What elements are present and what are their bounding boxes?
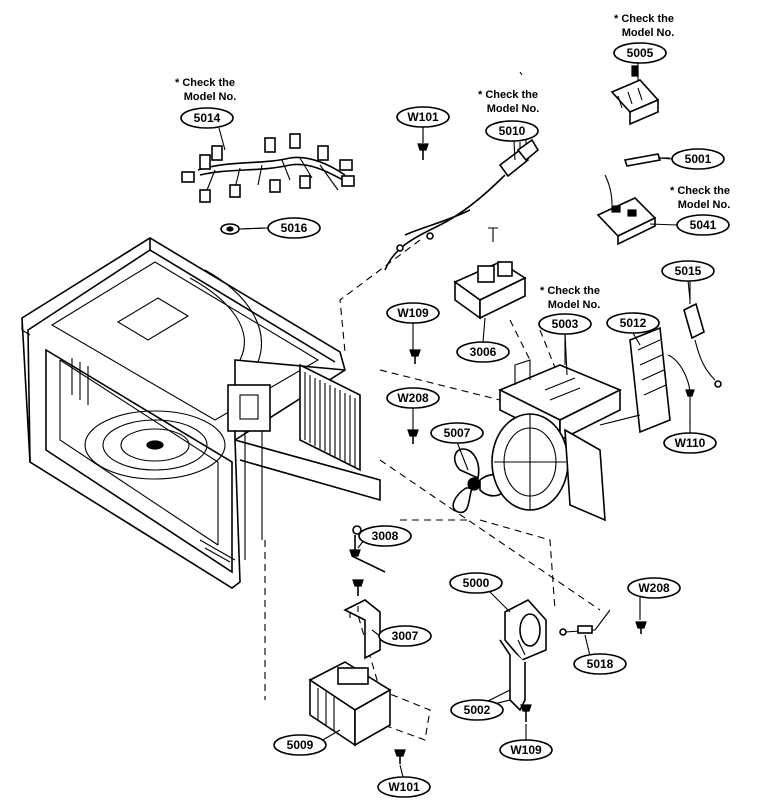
svg-text:5041: 5041 xyxy=(690,218,717,232)
screw-w110 xyxy=(685,389,695,425)
svg-text:3006: 3006 xyxy=(470,345,497,359)
svg-text:* Check the: * Check the xyxy=(175,77,235,89)
label-5041: 5041 xyxy=(676,214,730,236)
svg-text:5009: 5009 xyxy=(287,738,314,752)
label-3008: 3008 xyxy=(358,525,412,547)
note-5041: * Check the Model No. xyxy=(670,185,730,211)
label-5012: 5012 xyxy=(606,312,660,334)
label-w101-bottom: W101 xyxy=(377,776,431,798)
svg-text:5002: 5002 xyxy=(464,703,491,717)
capacitor-5000 xyxy=(504,599,547,661)
label-5018: 5018 xyxy=(573,653,627,675)
svg-text:3007: 3007 xyxy=(392,629,419,643)
label-5015: 5015 xyxy=(661,260,715,282)
bolt-3008 xyxy=(349,525,386,573)
power-cord-5010 xyxy=(384,71,540,271)
svg-text:W101: W101 xyxy=(407,110,439,124)
svg-text:W208: W208 xyxy=(397,391,429,405)
label-w110: W110 xyxy=(663,432,717,454)
screw-w109-mid xyxy=(409,349,421,364)
model-notes: * Check the Model No. * Check the Model … xyxy=(175,13,730,311)
note-5010: * Check the Model No. xyxy=(478,89,539,115)
screw-w109-bottom xyxy=(520,704,532,722)
svg-text:Model No.: Model No. xyxy=(548,299,601,311)
svg-text:5001: 5001 xyxy=(685,152,712,166)
label-5016: 5016 xyxy=(267,217,321,239)
fuse-holder-3006 xyxy=(453,227,527,320)
diode-5018 xyxy=(559,609,611,636)
label-w101-top: W101 xyxy=(396,106,450,128)
svg-text:W101: W101 xyxy=(388,780,420,794)
svg-text:5015: 5015 xyxy=(675,264,702,278)
svg-text:* Check the: * Check the xyxy=(670,185,730,197)
part-labels: 5014 5016 W101 5010 5005 5001 5041 5015 xyxy=(180,42,730,798)
svg-text:5014: 5014 xyxy=(194,111,221,125)
label-w109-bottom: W109 xyxy=(499,739,553,761)
board-5041 xyxy=(596,174,657,246)
svg-text:* Check the: * Check the xyxy=(540,285,600,297)
note-5005: * Check the Model No. xyxy=(614,13,674,39)
svg-text:W208: W208 xyxy=(638,581,670,595)
svg-text:5012: 5012 xyxy=(620,316,647,330)
note-5003: * Check the Model No. xyxy=(540,285,600,311)
svg-text:* Check the: * Check the xyxy=(614,13,674,25)
label-5007: 5007 xyxy=(430,422,484,444)
label-5005: 5005 xyxy=(613,42,667,64)
note-5014: * Check the Model No. xyxy=(175,77,236,103)
svg-text:3008: 3008 xyxy=(372,529,399,543)
label-5001: 5001 xyxy=(671,148,725,170)
svg-text:Model No.: Model No. xyxy=(184,91,237,103)
vent-grille xyxy=(299,363,361,472)
part-5001 xyxy=(623,153,670,167)
bracket-3007 xyxy=(343,579,381,660)
svg-text:5010: 5010 xyxy=(499,124,526,138)
svg-text:W109: W109 xyxy=(510,743,542,757)
fan-shroud xyxy=(491,413,606,522)
svg-text:5018: 5018 xyxy=(587,657,614,671)
oven-cavity xyxy=(21,237,381,589)
svg-text:Model No.: Model No. xyxy=(487,103,540,115)
svg-text:5016: 5016 xyxy=(281,221,308,235)
screw-w208-mid xyxy=(407,429,419,444)
relay-5005 xyxy=(610,65,660,126)
transformer-5009 xyxy=(308,661,406,764)
svg-text:* Check the: * Check the xyxy=(478,89,538,101)
label-w109-mid: W109 xyxy=(386,302,440,324)
svg-text:5003: 5003 xyxy=(552,317,579,331)
svg-text:W109: W109 xyxy=(397,306,429,320)
label-5014: 5014 xyxy=(180,107,234,129)
label-5003: 5003 xyxy=(538,313,592,335)
label-w208-right: W208 xyxy=(627,577,681,599)
board-5012 xyxy=(599,326,691,434)
label-3006: 3006 xyxy=(456,341,510,363)
label-5002: 5002 xyxy=(450,699,504,721)
label-w208-mid: W208 xyxy=(386,387,440,409)
svg-text:Model No.: Model No. xyxy=(622,27,675,39)
svg-text:5000: 5000 xyxy=(463,576,490,590)
svg-text:Model No.: Model No. xyxy=(678,199,731,211)
svg-text:5007: 5007 xyxy=(444,426,471,440)
svg-text:W110: W110 xyxy=(675,436,706,450)
label-5009: 5009 xyxy=(273,734,327,756)
label-5010: 5010 xyxy=(485,120,539,142)
thermal-cutoff-5015 xyxy=(683,280,722,388)
label-3007: 3007 xyxy=(378,625,432,647)
wire-harness-5014 xyxy=(181,133,355,203)
svg-text:5005: 5005 xyxy=(627,46,654,60)
label-5000: 5000 xyxy=(449,572,503,594)
screw-w208-right xyxy=(635,621,647,634)
